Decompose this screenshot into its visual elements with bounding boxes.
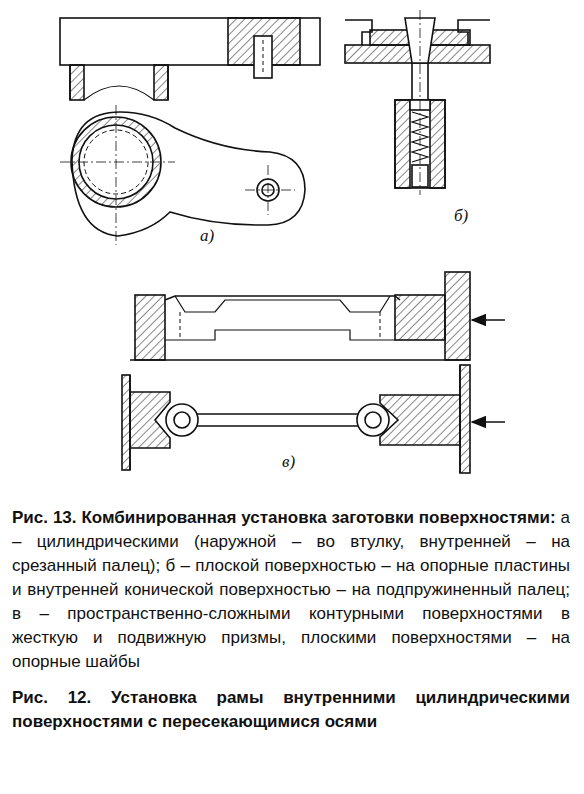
fig-b [345,10,490,195]
fig-v-elevation [130,272,505,360]
caption-body: а – цилиндрическими (наружной – во втулк… [12,508,570,671]
figure-caption: Рис. 12. Установка рамы внутренними цили… [12,686,570,734]
figure-letter: в) [280,452,297,472]
figure-caption: Рис. 13. Комбинированная установка загот… [12,506,570,674]
fig-v-plan [122,365,505,473]
caption-heading: Рис. 13. Комбинированная установка загот… [12,508,556,527]
figure-letter: б) [452,206,470,226]
fig-a-elevation [60,18,320,100]
fig-a-plan [60,105,305,245]
figure-letter: а) [198,226,216,246]
